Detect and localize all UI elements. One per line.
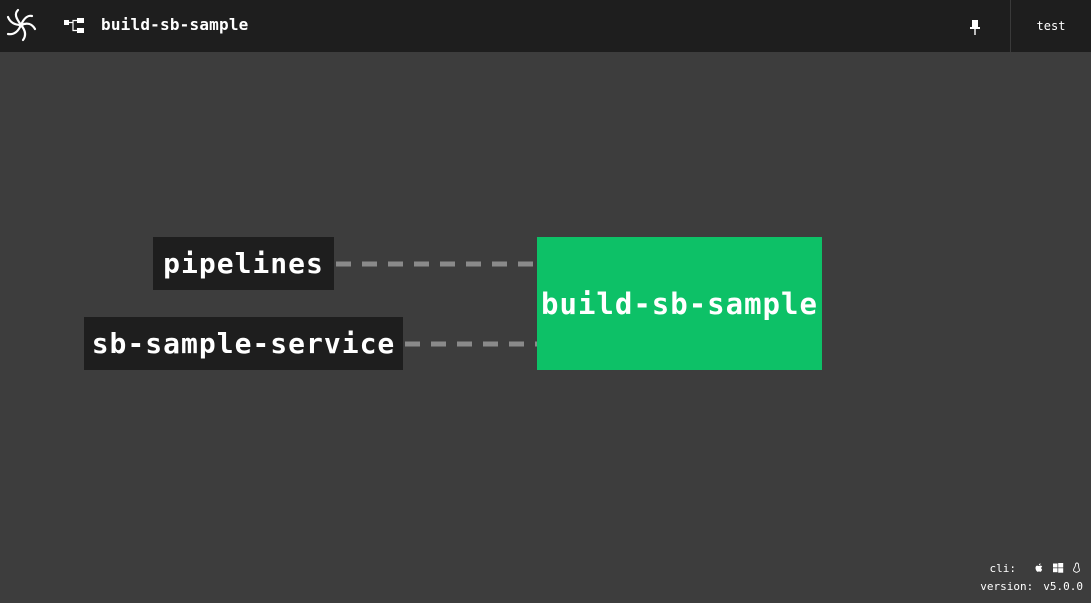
- cli-row: cli:: [943, 559, 1083, 577]
- linux-icon[interactable]: [1071, 562, 1083, 574]
- job-node-label: build-sb-sample: [541, 286, 818, 321]
- input-node-sb-sample-service[interactable]: sb-sample-service: [84, 317, 403, 370]
- version-row: version: v5.0.0: [943, 577, 1083, 595]
- pipeline-icon: [64, 18, 84, 33]
- version-label: version:: [980, 579, 1034, 593]
- version-value: v5.0.0: [1043, 579, 1083, 593]
- job-node-build-sb-sample[interactable]: build-sb-sample: [537, 237, 822, 370]
- input-node-label: sb-sample-service: [91, 327, 396, 360]
- concourse-logo-icon[interactable]: [4, 8, 38, 42]
- windows-icon[interactable]: [1052, 562, 1064, 574]
- page-title: build-sb-sample: [101, 15, 249, 34]
- input-node-label: pipelines: [163, 247, 324, 280]
- topbar-divider: [1010, 0, 1011, 52]
- pin-icon[interactable]: [966, 17, 984, 37]
- graph-edges: [336, 261, 537, 347]
- team-name-button[interactable]: test: [1036, 19, 1066, 33]
- cli-version-footer: cli: version: v5.0.0: [943, 559, 1083, 595]
- top-bar: build-sb-sample test: [0, 0, 1091, 52]
- apple-icon[interactable]: [1033, 562, 1045, 574]
- cli-label: cli:: [989, 561, 1017, 575]
- pipeline-graph-canvas[interactable]: pipelines sb-sample-service build-sb-sam…: [0, 52, 1091, 603]
- input-node-pipelines[interactable]: pipelines: [153, 237, 334, 290]
